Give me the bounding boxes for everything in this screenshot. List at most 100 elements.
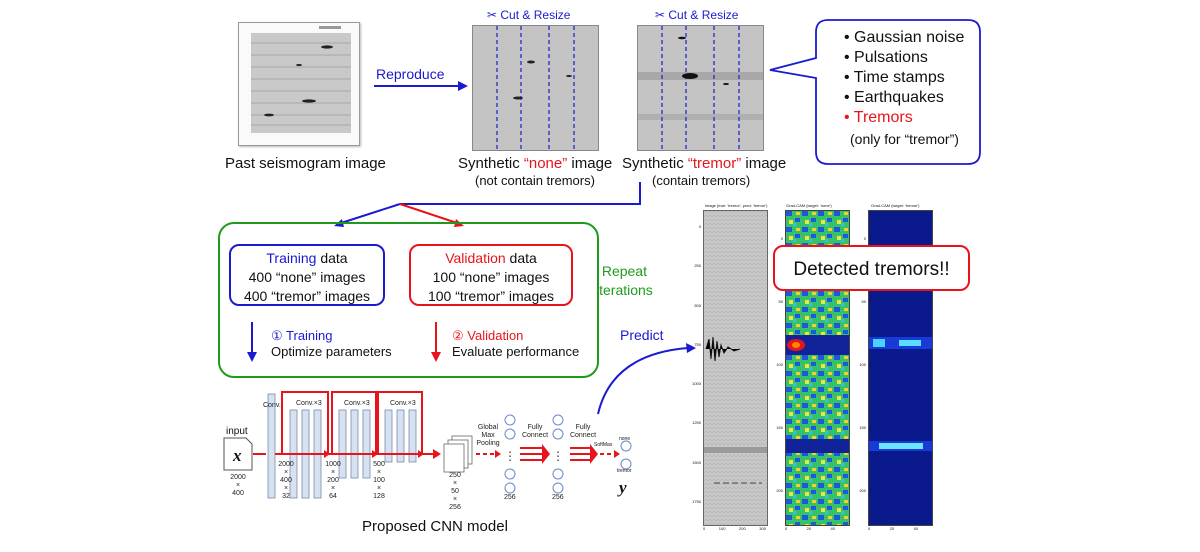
feature-item: • Time stamps <box>844 69 945 86</box>
feature-item: • Earthquakes <box>844 89 944 106</box>
gmp-line: Pooling <box>476 440 500 447</box>
dim: × <box>283 469 289 476</box>
dims-2: 1000×200×64 <box>321 461 345 501</box>
output-tremor-label: tremor <box>617 468 632 474</box>
reproduce-arrow <box>374 81 468 91</box>
validation-line1: 100 “none” images <box>432 269 550 285</box>
neurons-2 <box>552 414 564 494</box>
tick: 250 <box>694 263 701 269</box>
synthetic-tremor-subcaption: (contain tremors) <box>652 173 751 188</box>
validation-title-hl: Validation <box>445 250 506 266</box>
tick: 100 <box>776 362 783 367</box>
feature-item: • Pulsations <box>844 49 928 66</box>
tick: 150 <box>859 425 866 430</box>
p2-title: Grad-CAM (target: 'none') <box>786 203 832 208</box>
feature-text: Tremors <box>853 109 913 126</box>
input-dims: 2000×400 <box>226 474 250 498</box>
dim: × <box>330 485 336 492</box>
training-step-label: ① Training <box>271 328 333 343</box>
cnn-x-symbol: x <box>233 446 242 465</box>
tick: 40 <box>913 526 918 531</box>
tick: 1250 <box>692 420 701 426</box>
training-data-box: Training data 400 “none” images 400 “tre… <box>229 244 385 306</box>
tick: 100 <box>718 526 726 531</box>
dim: 2000 <box>230 474 246 481</box>
past-seismogram-image <box>238 22 360 146</box>
skip-connections <box>281 391 423 454</box>
none-caption-pre: Synthetic <box>458 155 524 172</box>
tick: 200 <box>739 526 746 531</box>
feature-text: Time stamps <box>853 69 945 86</box>
panel-seismogram <box>703 210 768 526</box>
tick: 200 <box>776 488 783 493</box>
softmax-label: SoftMax <box>594 442 613 448</box>
training-line2: 400 “tremor” images <box>243 288 371 304</box>
tick: 0 <box>703 526 706 531</box>
tick: 200 <box>859 488 866 493</box>
tick: 0 <box>780 236 783 241</box>
cnn-input-label: input <box>226 426 248 437</box>
panel-3-xticks: 0 20 40 <box>868 526 918 531</box>
conv3-label-b: Conv.×3 <box>344 400 370 407</box>
dim: 64 <box>329 493 337 500</box>
tick: 100 <box>859 362 866 367</box>
dims-4: 250×50×256 <box>443 472 467 512</box>
dim: 400 <box>280 477 292 484</box>
dim: 32 <box>282 493 290 500</box>
training-step-desc: Optimize parameters <box>271 344 392 359</box>
tick: 50 <box>861 299 866 304</box>
tick: 1000 <box>692 381 701 387</box>
tick: 0 <box>698 224 701 229</box>
p1-title: image (true: 'tremor', pred: 'tremor') <box>705 203 768 208</box>
tick: 0 <box>868 526 871 531</box>
dim: 200 <box>327 477 339 484</box>
tick: 20 <box>889 526 895 531</box>
feature-item-tremor: • Tremors <box>844 109 913 126</box>
conv-label: Conv. <box>263 402 281 409</box>
training-title-post: data <box>316 250 348 266</box>
feature-note: (only for “tremor”) <box>850 131 959 147</box>
input-document-icon <box>223 437 253 471</box>
dim: 500 <box>373 461 385 468</box>
dim: 250 <box>449 472 461 479</box>
feature-map-stack <box>443 435 473 473</box>
p3-title: Grad-CAM (target: 'tremor') <box>871 203 920 208</box>
feature-list: • Gaussian noise • Pulsations • Time sta… <box>828 28 964 128</box>
synthetic-tremor-caption: Synthetic “tremor” image <box>622 155 786 172</box>
tick: 20 <box>806 526 812 531</box>
validation-line2: 100 “tremor” images <box>427 288 555 304</box>
tremor-caption-highlight: “tremor” <box>687 155 742 172</box>
tick: 0 <box>785 526 788 531</box>
validation-data-box: Validation data 100 “none” images 100 “t… <box>409 244 573 306</box>
tick: 1750 <box>692 499 701 505</box>
dim: × <box>235 482 241 489</box>
dim: × <box>452 480 458 487</box>
tick: 50 <box>778 299 783 304</box>
fc-line: Fully <box>527 424 543 431</box>
dim: 2000 <box>278 461 294 468</box>
feature-text: Earthquakes <box>854 89 944 106</box>
predict-label: Predict <box>620 327 664 343</box>
synthetic-none-graphic <box>496 26 575 150</box>
feature-text: Pulsations <box>854 49 928 66</box>
dims-3: 500×100×128 <box>367 461 391 501</box>
neurons-1 <box>504 414 516 494</box>
repeat-iterations-label: Repeat iterations <box>596 263 653 298</box>
synthetic-none-subcaption: (not contain tremors) <box>475 173 595 188</box>
reproduce-label: Reproduce <box>376 66 445 82</box>
conv3-label-a: Conv.×3 <box>296 400 322 407</box>
validation-step-label: ② Validation <box>452 328 524 343</box>
panel-seismogram-graphic <box>704 211 767 525</box>
validation-step-desc: Evaluate performance <box>452 344 580 359</box>
dim: 400 <box>232 490 244 497</box>
training-loop-box <box>218 222 599 378</box>
cut-resize-label-2: ✂ Cut & Resize <box>655 8 739 22</box>
feature-item: • Gaussian noise <box>844 29 965 46</box>
past-seismogram-caption: Past seismogram image <box>225 155 386 172</box>
